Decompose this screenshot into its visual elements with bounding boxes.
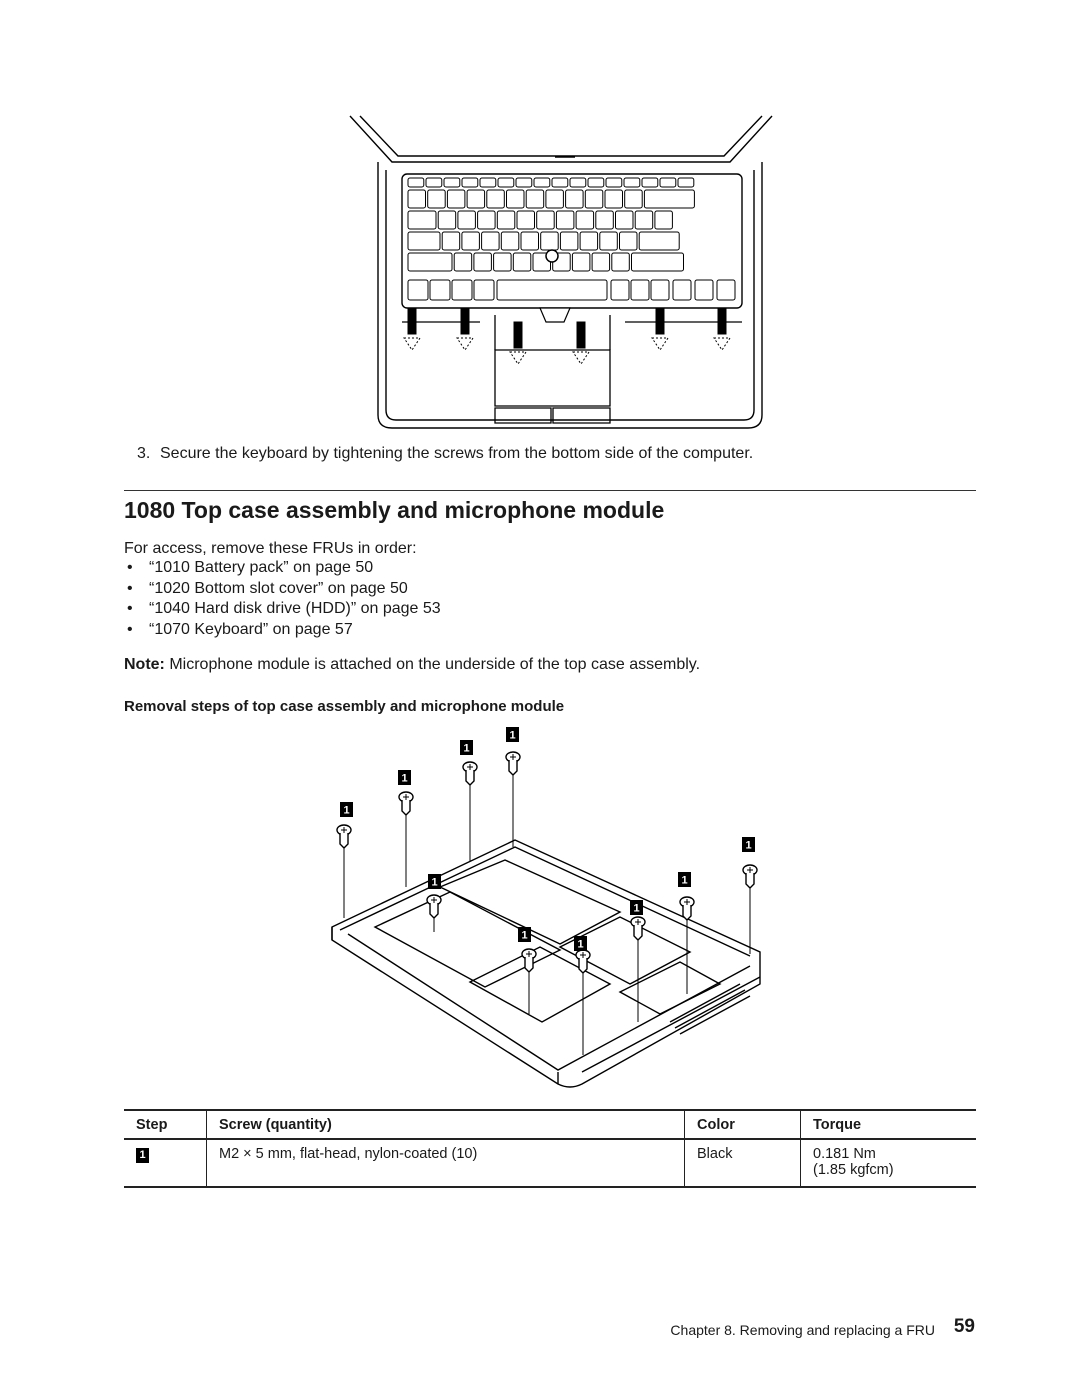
header-screw: Screw (quantity) xyxy=(206,1109,685,1140)
svg-text:1: 1 xyxy=(343,805,349,817)
header-torque: Torque xyxy=(800,1109,976,1140)
step-badge: 1 xyxy=(136,1148,149,1163)
torque-nm: 0.181 Nm xyxy=(813,1146,876,1162)
fru-link-1040[interactable]: “1040 Hard disk drive (HDD)” on page 53 xyxy=(149,600,441,617)
table-row: 1 M2 × 5 mm, flat-head, nylon-coated (10… xyxy=(124,1139,976,1188)
callout-1: 1 xyxy=(428,874,441,889)
callout-1: 1 xyxy=(340,802,353,817)
fru-list: • “1010 Battery pack” on page 50 • “1020 B… xyxy=(124,558,441,640)
list-item: • “1010 Battery pack” on page 50 xyxy=(124,558,441,579)
step-number: 3. xyxy=(137,445,151,462)
keyboard-illustration xyxy=(349,115,773,429)
header-step: Step xyxy=(124,1109,207,1140)
cell-torque: 0.181 Nm(1.85 kgfcm) xyxy=(800,1139,976,1188)
svg-text:1: 1 xyxy=(401,773,407,785)
cell-color: Black xyxy=(684,1139,801,1188)
torque-kgfcm: (1.85 kgfcm) xyxy=(813,1162,894,1178)
cell-screw: M2 × 5 mm, flat-head, nylon-coated (10) xyxy=(206,1139,685,1188)
section-divider xyxy=(124,490,976,491)
cell-step: 1 xyxy=(124,1139,207,1188)
fru-link-1020[interactable]: “1020 Bottom slot cover” on page 50 xyxy=(149,579,408,597)
bullet: • xyxy=(127,620,133,638)
page-number: 59 xyxy=(953,1316,975,1337)
svg-text:1: 1 xyxy=(745,840,751,852)
note: Note: Microphone module is attached on t… xyxy=(124,656,700,674)
fru-link-1070[interactable]: “1070 Keyboard” on page 57 xyxy=(149,620,353,638)
note-text: Microphone module is attached on the und… xyxy=(164,656,701,673)
svg-text:1: 1 xyxy=(431,877,437,889)
header-color: Color xyxy=(684,1109,801,1140)
note-label: Note: xyxy=(124,656,165,673)
callout-1: 1 xyxy=(398,770,411,785)
callout-1: 1 xyxy=(630,900,643,915)
access-intro: For access, remove these FRUs in order: xyxy=(124,540,417,557)
list-item: • “1040 Hard disk drive (HDD)” on page 53 xyxy=(124,599,441,620)
callout-1: 1 xyxy=(678,872,691,887)
svg-text:1: 1 xyxy=(633,903,639,915)
svg-text:1: 1 xyxy=(577,939,583,951)
svg-text:1: 1 xyxy=(521,930,527,942)
bullet: • xyxy=(127,579,133,597)
svg-text:1: 1 xyxy=(463,743,469,755)
fru-link-1010[interactable]: “1010 Battery pack” on page 50 xyxy=(149,559,374,576)
callout-1: 1 xyxy=(742,837,755,852)
step-3-text: 3. Secure the keyboard by tightening the … xyxy=(137,445,753,463)
svg-text:1: 1 xyxy=(681,875,687,887)
list-item: • “1070 Keyboard” on page 57 xyxy=(124,620,441,641)
callout-1: 1 xyxy=(574,936,587,951)
callout-1: 1 xyxy=(506,727,519,742)
table-header-row: Step Screw (quantity) Color Torque xyxy=(124,1109,976,1140)
step-description: Secure the keyboard by tightening the sc… xyxy=(160,445,754,462)
top-case-illustration: 1 1 1 1 1 1 1 1 1 1 xyxy=(331,727,761,1088)
screw-spec-table: Step Screw (quantity) Color Torque 1 M2 … xyxy=(124,1109,976,1188)
callout-1: 1 xyxy=(460,740,473,755)
callout-1: 1 xyxy=(518,927,531,942)
removal-heading: Removal steps of top case assembly and m… xyxy=(124,698,565,715)
section-title: 1080 Top case assembly and microphone mo… xyxy=(124,497,665,523)
footer-chapter: Chapter 8. Removing and replacing a FRU xyxy=(670,1322,935,1338)
bullet: • xyxy=(127,559,133,576)
list-item: • “1020 Bottom slot cover” on page 50 xyxy=(124,579,441,600)
bullet: • xyxy=(127,600,133,617)
svg-text:1: 1 xyxy=(509,730,515,742)
